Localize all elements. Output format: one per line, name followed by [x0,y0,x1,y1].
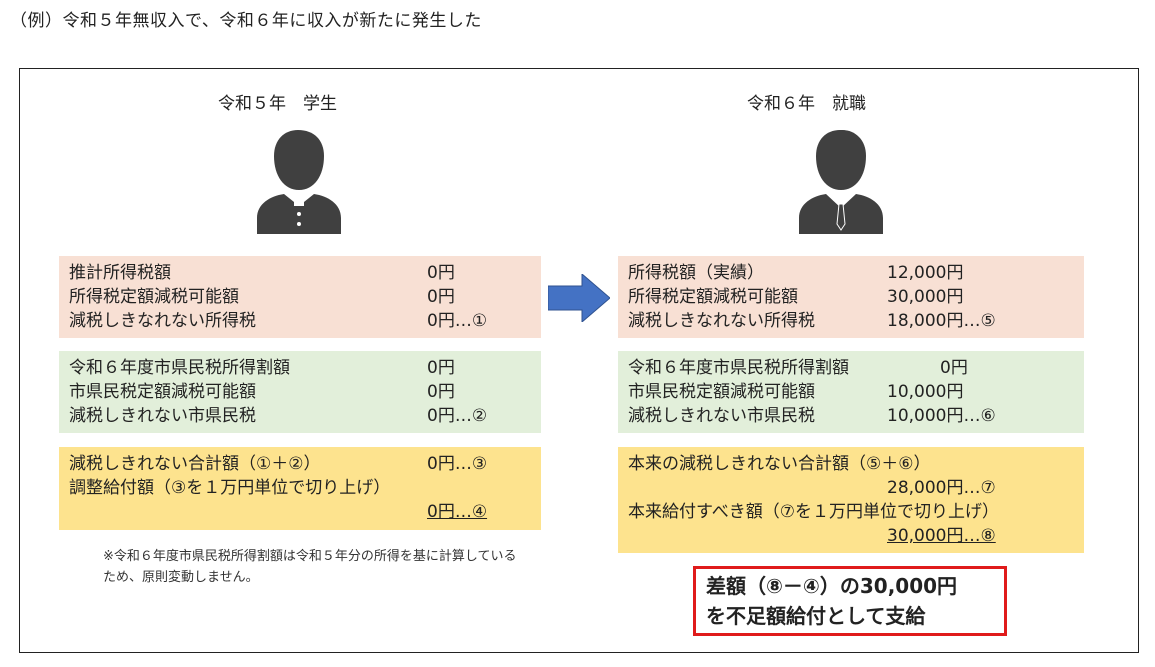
list-item: 30,000円…⑧ [628,524,1074,548]
list-item: 本来の減税しきれない合計額（⑤＋⑥） [628,452,1074,476]
list-item: 所得税定額減税可能額 0円 [69,285,531,309]
row-value: 0円 [427,358,455,378]
right-income-tax-box: 所得税額（実績） 12,000円 所得税定額減税可能額 30,000円 減税しきなれ… [618,256,1084,338]
row-label: 減税しきれない市県民税 [69,406,256,426]
footnote: ※令和６年度市県民税所得割額は令和５年分の所得を基に計算しているため、原則変動し… [103,549,517,585]
list-item: 令和６年度市県民税所得割額 0円 [69,356,531,380]
row-label: 減税しきなれない所得税 [69,311,256,331]
row-value: 12,000円 [887,263,964,283]
list-item: 市県民税定額減税可能額 0円 [69,380,531,404]
left-column-title: 令和５年 学生 [218,94,337,114]
list-item: 市県民税定額減税可能額 10,000円 [628,380,1074,404]
list-item: 減税しきれない合計額（①＋②） 0円…③ [69,452,531,476]
intended-benefit-value: 30,000円…⑧ [887,526,996,546]
row-label: 本来給付すべき額（⑦を１万円単位で切り上げ） [628,502,1000,522]
page-heading: （例）令和５年無収入で、令和６年に収入が新たに発生した [10,11,482,31]
right-column-title: 令和６年 就職 [747,94,866,114]
row-label: 令和６年度市県民税所得割額 [628,358,849,378]
row-value: 18,000円…⑤ [887,311,996,331]
right-resident-tax-box: 令和６年度市県民税所得割額 0円 市県民税定額減税可能額 10,000円 減税しきれ… [618,351,1084,433]
row-value: 30,000円 [887,287,964,307]
diagram-frame [19,68,1139,653]
result-callout: 差額（⑧－④）の30,000円 を不足額給付として支給 [693,566,1007,636]
row-label: 令和６年度市県民税所得割額 [69,358,290,378]
left-total-box: 減税しきれない合計額（①＋②）0円…③ 調整給付額（③を１万円単位で切り上げ） … [59,447,541,530]
result-line-1: 差額（⑧－④）の30,000円 [706,574,958,598]
row-label: 減税しきれない合計額（①＋②） [69,454,321,474]
list-item: 調整給付額（③を１万円単位で切り上げ） [69,476,531,500]
left-income-tax-box: 推計所得税額 0円 所得税定額減税可能額 0円 減税しきなれない所得税 0円…① [59,256,541,338]
row-value: 0円 [427,287,455,307]
row-value: 0円 [940,358,968,378]
row-label: 所得税額（実績） [628,263,764,283]
list-item: 令和６年度市県民税所得割額 0円 [628,356,1074,380]
result-line-2: を不足額給付として支給 [706,604,926,628]
row-value: 10,000円 [887,382,964,402]
adjustment-amount-value: 0円…④ [427,502,488,522]
left-resident-tax-box: 令和６年度市県民税所得割額 0円 市県民税定額減税可能額 0円 減税しきれない市県民… [59,351,541,433]
row-label: 減税しきなれない所得税 [628,311,815,331]
row-label: 市県民税定額減税可能額 [69,382,256,402]
list-item: 28,000円…⑦ [628,476,1074,500]
row-value: 0円 [427,382,455,402]
list-item: 減税しきなれない所得税 0円…① [69,309,531,333]
list-item: 減税しきなれない所得税 18,000円…⑤ [628,309,1074,333]
row-label: 本来の減税しきれない合計額（⑤＋⑥） [628,454,931,474]
row-value: 0円 [427,263,455,283]
row-value: 28,000円…⑦ [887,478,996,498]
row-label: 調整給付額（③を１万円単位で切り上げ） [69,478,391,498]
right-arrow-icon [548,274,610,322]
list-item: 所得税額（実績） 12,000円 [628,261,1074,285]
list-item: 減税しきれない市県民税 0円…② [69,404,531,428]
employee-avatar-icon [799,130,883,234]
row-label: 所得税定額減税可能額 [628,287,798,307]
row-value: 0円…② [427,406,488,426]
list-item: 所得税定額減税可能額 30,000円 [628,285,1074,309]
row-value: 0円…③ [427,454,488,474]
row-label: 推計所得税額 [69,263,171,283]
right-total-box: 本来の減税しきれない合計額（⑤＋⑥） 28,000円…⑦ 本来給付すべき額（⑦を… [618,447,1084,553]
list-item: 0円…④ [69,500,531,524]
list-item: 本来給付すべき額（⑦を１万円単位で切り上げ） [628,500,1074,524]
row-label: 市県民税定額減税可能額 [628,382,815,402]
list-item: 減税しきれない市県民税 10,000円…⑥ [628,404,1074,428]
list-item: 推計所得税額 0円 [69,261,531,285]
student-avatar-icon [257,130,341,234]
row-label: 所得税定額減税可能額 [69,287,239,307]
row-value: 0円…① [427,311,488,331]
row-value: 10,000円…⑥ [887,406,996,426]
row-label: 減税しきれない市県民税 [628,406,815,426]
